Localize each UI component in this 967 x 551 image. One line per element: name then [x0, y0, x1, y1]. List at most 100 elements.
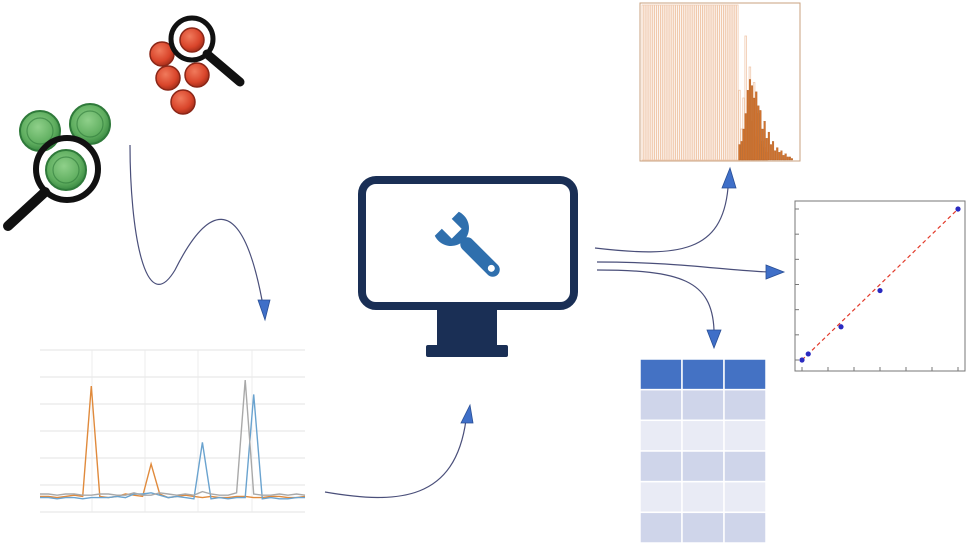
scatter-point	[805, 351, 811, 357]
histogram-bar	[681, 4, 684, 161]
histogram-bar	[660, 4, 663, 161]
trace-chart-series	[40, 379, 306, 500]
histogram-bar	[742, 128, 745, 161]
histogram-bar	[738, 144, 741, 161]
histogram-bar	[708, 4, 712, 161]
table-cell	[723, 511, 767, 544]
histogram-bar	[759, 110, 762, 161]
monitor-icon	[358, 176, 578, 357]
histogram-bar	[788, 156, 791, 161]
scatter-point	[838, 324, 844, 330]
histogram-bar	[761, 128, 764, 161]
histogram-bar	[763, 121, 766, 161]
table-cell	[639, 511, 683, 544]
trace-chart-grid	[40, 349, 305, 513]
histogram-chart	[639, 2, 801, 162]
histogram-bar	[698, 4, 701, 161]
histogram-bar	[757, 105, 760, 161]
histogram-bar	[740, 141, 743, 161]
table-cell	[639, 419, 683, 452]
histogram-bar	[784, 153, 787, 161]
histogram-bar	[687, 4, 691, 161]
results-table	[639, 358, 767, 544]
histogram-bar	[744, 113, 747, 161]
histogram-bar	[668, 4, 672, 161]
histogram-bar	[729, 4, 733, 161]
histogram-bar	[774, 150, 777, 161]
series-line	[40, 394, 305, 500]
histogram-bar	[658, 4, 661, 161]
table-cell	[639, 450, 683, 483]
histogram-bar	[734, 4, 737, 161]
scatter-frame	[794, 200, 966, 372]
histogram-bar	[654, 4, 657, 161]
red-cells-group	[149, 15, 245, 115]
cell-icon	[184, 62, 210, 88]
histogram-bar	[776, 147, 779, 161]
table-cell	[681, 388, 725, 422]
histogram-bar	[694, 4, 697, 161]
histogram-bar	[641, 4, 645, 161]
histogram-bar	[689, 4, 693, 161]
arrow-traces-to-computer	[324, 403, 474, 499]
cell-icon	[170, 89, 196, 115]
scatter-ticks	[795, 208, 959, 371]
histogram-bar	[755, 91, 758, 161]
arrow-computer-to-histogram	[594, 166, 737, 253]
scatter-points	[799, 206, 961, 363]
scatter-point	[955, 206, 961, 212]
histogram-bar	[652, 4, 655, 161]
histogram-bar	[673, 4, 676, 161]
table-cell	[723, 388, 767, 422]
histogram-bar	[696, 4, 699, 161]
histogram-bar	[786, 156, 789, 161]
histogram-bar	[671, 4, 674, 161]
arrow-computer-to-scatter	[596, 261, 786, 280]
magnifying-glass-icon	[168, 15, 245, 87]
histogram-bar	[662, 4, 666, 161]
histogram-bar	[706, 4, 710, 161]
cell-icon	[19, 110, 61, 152]
cell-icon	[52, 156, 80, 184]
table-cell	[723, 419, 767, 452]
table-header-cell	[681, 358, 725, 391]
histogram-bar	[723, 4, 726, 161]
histogram-bar	[679, 4, 682, 161]
histogram-bar	[765, 138, 768, 161]
table-cell	[681, 511, 725, 544]
green-cells-group	[3, 103, 111, 231]
histogram-bar	[790, 158, 793, 161]
cell-icon	[179, 27, 205, 53]
table-cell	[681, 480, 725, 514]
table-cell	[681, 419, 725, 452]
arrow-cells-to-traces	[129, 144, 271, 322]
histogram-bar	[675, 4, 678, 161]
histogram-bar	[656, 4, 659, 161]
histogram-bar	[767, 131, 770, 161]
series-line	[40, 379, 306, 496]
table-cell	[639, 388, 683, 422]
scatter-point	[799, 357, 805, 363]
series-line	[40, 385, 306, 499]
magnifying-glass-icon	[3, 135, 101, 231]
histogram-bar	[748, 79, 751, 161]
histogram-bar	[751, 85, 754, 161]
histogram-bar	[717, 4, 720, 161]
table-header-cell	[723, 358, 767, 391]
fit-line	[801, 208, 959, 361]
histogram-bar	[727, 4, 731, 161]
histogram-bar	[685, 4, 689, 161]
histogram-bar	[746, 90, 749, 161]
table-header-cell	[639, 358, 683, 391]
histogram-bar	[650, 4, 653, 161]
histogram-bar	[704, 4, 708, 161]
scatter-chart	[794, 200, 966, 372]
table-cell	[681, 450, 725, 483]
wrench-icon	[434, 211, 500, 277]
histogram-bar	[713, 4, 716, 161]
trace-chart	[40, 349, 306, 513]
histogram-bar	[715, 4, 718, 161]
histogram-bar	[780, 150, 783, 161]
